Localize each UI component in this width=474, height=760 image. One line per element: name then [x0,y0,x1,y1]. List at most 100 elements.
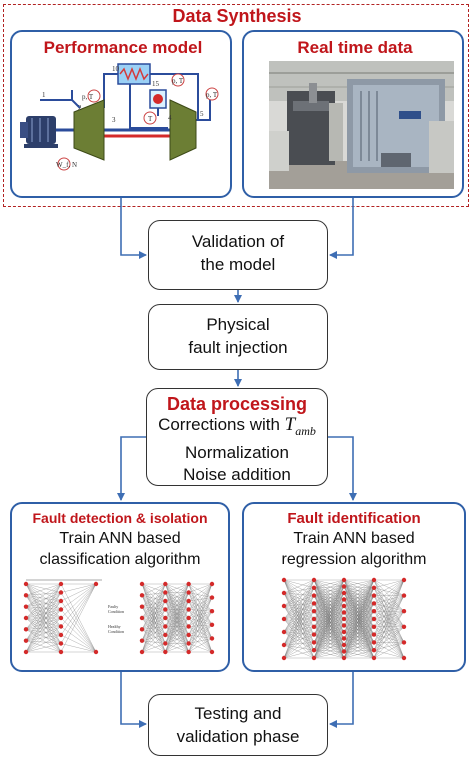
network-edge [373,611,405,659]
testing-line-2: validation phase [176,727,300,746]
network-edge [343,650,375,659]
network-edge [343,579,375,626]
network-edge [60,583,97,619]
network-edge [188,600,213,639]
network-node [311,648,317,653]
network-edge [25,626,62,653]
network-edge [343,611,375,659]
network-edge [313,631,345,659]
network-node [23,604,29,609]
network-edge [141,640,166,644]
network-edge [165,617,189,653]
network-edge [25,583,62,641]
network-edge [343,579,375,639]
network-node [371,648,377,653]
network-edge [283,579,315,607]
arrow-detection-to-testing [120,672,147,728]
network-node [23,627,29,632]
network-edge [141,640,166,653]
network-edge [25,626,62,630]
network-edge [313,579,345,600]
regression-network-graph [281,577,407,661]
network-node [23,615,29,621]
network-edge [313,644,345,659]
test-rig-photo [269,61,454,189]
testing-box [148,694,328,756]
network-edge [343,638,375,659]
network-edge [373,579,405,627]
network-edge [25,583,62,596]
network-edge [25,634,62,641]
network-edge [313,579,345,594]
gas-turbine-schematic: p, T p, T p, T T W_f, N 1 2 3 4 5 10 15 [20,63,219,171]
network-edge [373,579,405,588]
network-edge [188,583,213,636]
network-edge [313,579,345,627]
network-edge [313,625,345,659]
network-edge [188,617,213,639]
network-node [341,649,347,654]
healthy-condition-label: Healthy Condition [108,624,125,634]
sensor-label: p, T [82,93,94,101]
network-edge [283,579,315,646]
network-edge [188,592,213,639]
network-edge [343,579,375,587]
network-node [163,624,168,629]
network-edge [188,597,213,610]
network-edge [313,605,345,651]
faulty-condition-label: Faulty Condition [108,604,125,614]
network-edge [343,638,375,651]
network-edge [313,579,345,643]
network-edge [188,597,213,644]
network-edge [60,583,97,636]
sensor-label: T [148,115,153,123]
compressor [73,99,105,161]
network-edge [283,631,315,635]
network-edge [165,583,189,593]
network-edge [141,617,166,641]
network-edge [60,583,97,627]
network-edge [313,605,345,635]
station-label: 3 [112,116,116,124]
network-edge [141,617,166,653]
fault-identification-text: Train ANN based regression algorithm [242,528,466,570]
network-edge [373,579,405,612]
network-edge [165,643,189,653]
network-node [139,604,145,609]
network-edge [343,595,375,639]
network-edge [283,626,315,646]
network-edge [25,583,62,630]
network-edge [283,634,315,659]
network-node [163,590,168,595]
network-node [341,610,347,615]
network-edge [373,642,405,651]
fault-identification-line-2: regression algorithm [281,551,427,568]
network-edge [25,606,62,610]
network-edge [188,592,213,598]
network-node [401,640,407,645]
network-edge [141,592,166,653]
network-edge [141,600,166,619]
network-edge [283,595,315,633]
testing-text: Testing and validation phase [148,702,328,748]
network-edge [25,609,62,641]
network-node [341,655,347,661]
network-edge [165,583,189,619]
network-edge [343,634,375,659]
network-edge [343,595,375,633]
network-edge [141,583,166,653]
fault-detection-text: Train ANN based classification algorithm [10,528,230,570]
network-edge [141,583,166,602]
network-node [139,627,145,632]
network-node [163,615,168,621]
network-node [163,632,168,638]
network-edge [165,583,189,602]
network-edge [283,626,315,633]
network-edge [283,579,315,620]
arrow-processing-to-identification [328,436,357,501]
network-edge [188,638,213,653]
network-edge [283,611,315,646]
fault-injection-box [148,304,328,370]
network-edge [283,579,315,594]
validation-line-1: Validation of [191,232,285,251]
